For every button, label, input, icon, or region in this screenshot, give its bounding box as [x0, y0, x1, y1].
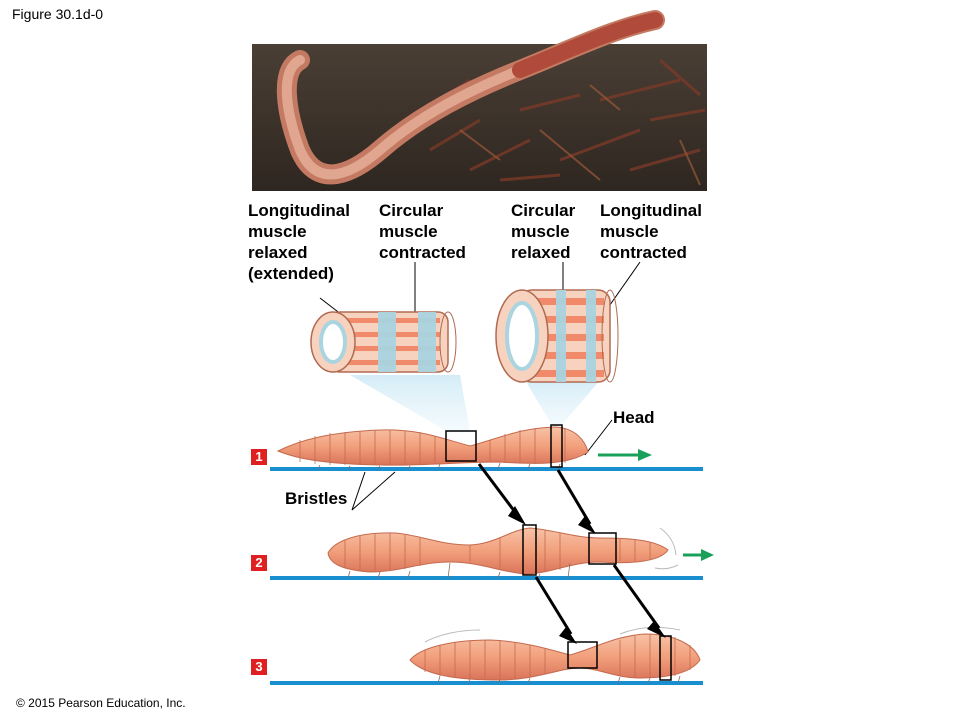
- magnification-beams: [350, 375, 600, 432]
- step-badge-2: 2: [251, 555, 267, 571]
- muscle-tube-extended: [310, 311, 457, 373]
- step-badge-1: 1: [251, 449, 267, 465]
- copyright-notice: © 2015 Pearson Education, Inc.: [16, 696, 186, 710]
- direction-arrows: [598, 449, 714, 561]
- segment-box: [567, 641, 598, 669]
- worm-step-2: [327, 524, 679, 579]
- segment-box: [522, 524, 537, 576]
- label-longitudinal-contracted: Longitudinal muscle contracted: [600, 201, 702, 262]
- segment-box: [445, 430, 477, 462]
- ground-lines: [270, 467, 703, 685]
- direction-arrow-2-head: [701, 549, 714, 561]
- label-circular-relaxed: Circular muscle relaxed: [511, 201, 576, 262]
- label-bristles: Bristles: [285, 489, 348, 508]
- label-head: Head: [613, 408, 655, 427]
- worm-step-3: [409, 626, 701, 684]
- worm-step-1: [276, 424, 589, 470]
- earthworm-photo: [252, 10, 707, 191]
- label-longitudinal-relaxed: Longitudinal muscle relaxed (extended): [248, 201, 350, 283]
- segment-movement-arrows: [477, 463, 666, 644]
- direction-arrow-1-head: [638, 449, 652, 461]
- muscle-tube-contracted: [495, 289, 619, 383]
- label-circular-contracted: Circular muscle contracted: [379, 201, 466, 262]
- segment-box: [588, 532, 617, 565]
- figure-id: Figure 30.1d-0: [12, 6, 104, 22]
- segment-box: [659, 635, 672, 681]
- step-badge-3: 3: [251, 659, 267, 675]
- segment-box: [550, 424, 563, 468]
